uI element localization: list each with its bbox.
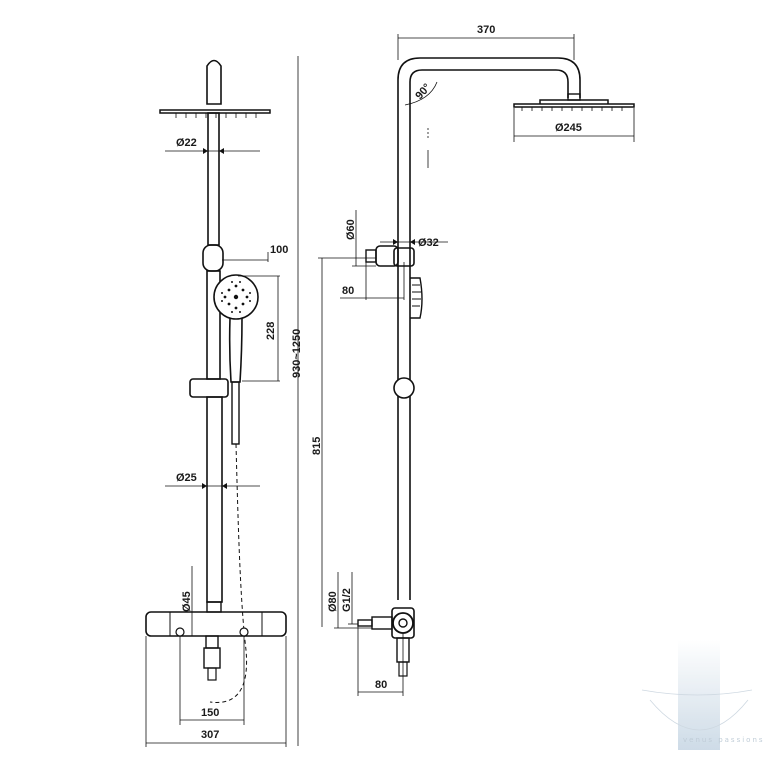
rain-head-front [159, 109, 271, 114]
hand-shower-side [410, 277, 423, 319]
upper-pipe [207, 112, 220, 246]
bottom-spout [207, 667, 217, 681]
rain-head-side [513, 99, 635, 108]
dim-hand-shower-length: 228 [265, 322, 277, 340]
dim-thread: G1/2 [341, 588, 353, 612]
hose [209, 443, 248, 703]
slide-holder [202, 244, 224, 272]
hand-shower-handle [228, 317, 243, 383]
eccentric-nut [371, 616, 393, 630]
dim-arm-length: 370 [477, 24, 495, 36]
dim-head-dia: Ø245 [555, 122, 582, 134]
dim-mixer-width: 307 [201, 729, 219, 741]
dim-bracket-dia: Ø60 [345, 219, 357, 240]
hand-shower-nozzles [221, 281, 251, 313]
dim-pipe-dia: Ø32 [418, 237, 439, 249]
arm-outer [397, 57, 581, 600]
dim-arm-angle: 90° [413, 82, 433, 102]
lower-pipe [206, 396, 223, 603]
front-view: Ø22 100 228 930~1250 Ø25 Ø45 150 307 [145, 56, 303, 747]
arm-inner [409, 69, 569, 600]
side-view: 90° 370 Ø245 [311, 24, 635, 696]
rain-head-nozzles [175, 113, 257, 118]
dim-riser-height: 815 [311, 437, 323, 455]
dim-mixer-dia: Ø45 [181, 591, 193, 612]
mixer-body [145, 611, 287, 637]
mixer-outlet [206, 601, 222, 613]
dim-lower-pipe-dia: Ø25 [176, 472, 197, 484]
bottom-outlet [203, 647, 221, 669]
dim-eccentric-dia: Ø80 [327, 591, 339, 612]
handle-cone [231, 381, 240, 445]
dim-upper-pipe-dia: Ø22 [176, 137, 197, 149]
dim-inlet-spacing: 150 [201, 707, 219, 719]
holder-knob-side [393, 377, 415, 399]
eccentric-thread [357, 619, 373, 627]
dim-holder-width: 100 [270, 244, 288, 256]
dim-height-range: 930~1250 [291, 329, 303, 378]
angle-arc [404, 81, 438, 106]
diverter-nut [205, 635, 219, 649]
watermark-logo: venus passions [641, 640, 765, 750]
lower-holder [189, 378, 229, 398]
top-cap [206, 59, 222, 105]
dim-wall-offset: 80 [375, 679, 387, 691]
watermark-text: venus passions [683, 736, 765, 744]
dim-bracket-depth: 80 [342, 285, 354, 297]
